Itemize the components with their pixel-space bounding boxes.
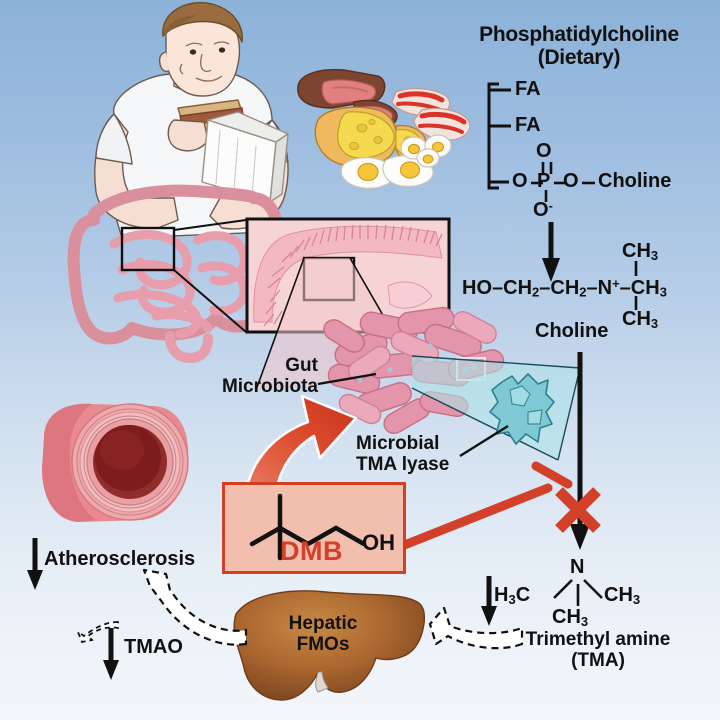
choline-ch3-top: CH	[622, 240, 651, 262]
choline-group-label: Choline	[598, 170, 672, 192]
dashed-arrow-liver-to-atherosclerosis	[142, 568, 248, 646]
choline-nitrogen: N	[597, 276, 613, 299]
bond-dash-3: –	[586, 276, 598, 299]
microbial-tma-lyase-line1: Microbial	[356, 433, 440, 454]
phosphate-double-bond-o: O	[536, 140, 552, 162]
gut-microbiota-leader-line	[317, 372, 377, 386]
choline-ch2-a: CH	[503, 276, 533, 299]
tma-bonds	[553, 579, 603, 606]
choline-n-charge: +	[612, 276, 620, 291]
bond-n-ch3-bottom	[634, 296, 638, 310]
phosphorus-atom: P	[537, 170, 551, 192]
choline-ch3-bottom: CH	[622, 308, 651, 330]
fa-label-1: FA	[515, 78, 541, 100]
red-x-inhibition-icon	[555, 487, 601, 533]
fa-label-2: FA	[515, 114, 541, 136]
phosphate-o-right: O	[563, 170, 579, 192]
dashed-arrow-tma-to-liver	[428, 606, 524, 650]
choline-ch3-top-group: CH3	[622, 240, 658, 263]
food-illustration	[297, 68, 471, 189]
tma-h3c-c: C	[515, 584, 531, 606]
tma-ch3-bottom-group: CH3	[552, 606, 588, 629]
red-inhibition-tbar-icon	[397, 461, 573, 551]
phosphate-o-minus: O-	[533, 198, 553, 222]
tma-h3c-sub: 3	[508, 591, 516, 607]
tma-label-line1: Trimethyl amine	[525, 629, 671, 650]
tma-h3c-group: H3C	[494, 584, 530, 607]
gut-microbiota-label: Gut Microbiota	[178, 355, 318, 398]
red-block-arrow-icon	[244, 394, 358, 494]
dashed-arrow-tmao-stub	[76, 621, 119, 644]
arrow-pc-to-choline	[542, 222, 560, 282]
tma-ch3-right-sub: 3	[632, 591, 641, 607]
phosphate-o-left: O	[512, 170, 528, 192]
choline-ch3-right: CH	[630, 276, 660, 299]
tma-h3c-h: H	[494, 584, 509, 606]
bond-dash-1: –	[492, 276, 504, 299]
bond-dash-4: –	[619, 276, 631, 299]
bond-p-o	[554, 181, 566, 185]
tma-label-line2: (TMA)	[571, 649, 625, 671]
bond-o-choline	[582, 181, 595, 185]
tma-ch3-bottom-sub: 3	[580, 613, 589, 629]
phosphatidylcholine-bracket	[487, 82, 511, 190]
tma-ch3-bottom: CH	[552, 606, 581, 628]
hepatic-fmos-label: Hepatic FMOs	[258, 613, 388, 656]
choline-ch2-a-sub: 2	[532, 284, 540, 300]
dmb-box	[222, 482, 406, 574]
down-arrow-atherosclerosis	[27, 538, 43, 590]
microbial-tma-lyase-line2: TMA lyase	[356, 453, 450, 475]
choline-ho: HO	[462, 276, 492, 299]
artery-illustration	[42, 403, 189, 522]
o-minus-charge: -	[548, 198, 553, 213]
hepatic-fmos-line1: Hepatic	[288, 613, 358, 634]
tma-lyase-leader-line	[459, 424, 509, 458]
bond-n-ch3-top	[634, 261, 638, 276]
dmb-structure	[249, 493, 367, 561]
page-title: Phosphatidylcholine (Dietary)	[452, 23, 706, 69]
bond-p-odown	[544, 190, 548, 202]
down-arrow-tma-reduction	[481, 576, 497, 626]
tma-ch3-right-group: CH3	[604, 584, 640, 607]
bond-dash-2: –	[539, 276, 551, 299]
tma-label: Trimethyl amine (TMA)	[498, 629, 698, 672]
hepatic-fmos-line2: FMOs	[296, 633, 350, 655]
choline-ch3-bottom-group: CH3	[622, 308, 658, 331]
choline-ch2-b-sub: 2	[579, 284, 587, 300]
choline-ch2-b: CH	[550, 276, 580, 299]
page-title-line1: Phosphatidylcholine	[479, 23, 679, 46]
page-title-line2: (Dietary)	[537, 45, 621, 69]
gut-microbiota-line1: Gut	[285, 355, 318, 376]
tmao-label: TMAO	[124, 636, 183, 658]
down-arrow-tmao	[103, 628, 119, 680]
choline-ch3-right-sub: 3	[659, 284, 667, 300]
o-minus-atom: O	[533, 198, 549, 221]
microbial-tma-lyase-label: Microbial TMA lyase	[356, 433, 516, 476]
dmb-oh-label: OH	[362, 530, 395, 555]
choline-ch3-top-sub: 3	[650, 247, 659, 263]
choline-ch3-bottom-sub: 3	[650, 315, 659, 331]
liver-illustration	[233, 590, 426, 701]
tma-nitrogen: N	[570, 556, 585, 578]
bond-o-p	[531, 181, 543, 185]
phosphate-double-bond	[541, 162, 553, 174]
dmb-label: DMB	[280, 536, 343, 566]
atherosclerosis-label: Atherosclerosis	[44, 548, 196, 570]
gut-microbiota-line2: Microbiota	[221, 375, 318, 397]
tma-ch3-right: CH	[604, 584, 633, 606]
inset-connector-lines	[120, 219, 247, 333]
choline-formula: HO–CH2–CH2–N+–CH3	[462, 276, 667, 300]
choline-label: Choline	[535, 320, 609, 342]
